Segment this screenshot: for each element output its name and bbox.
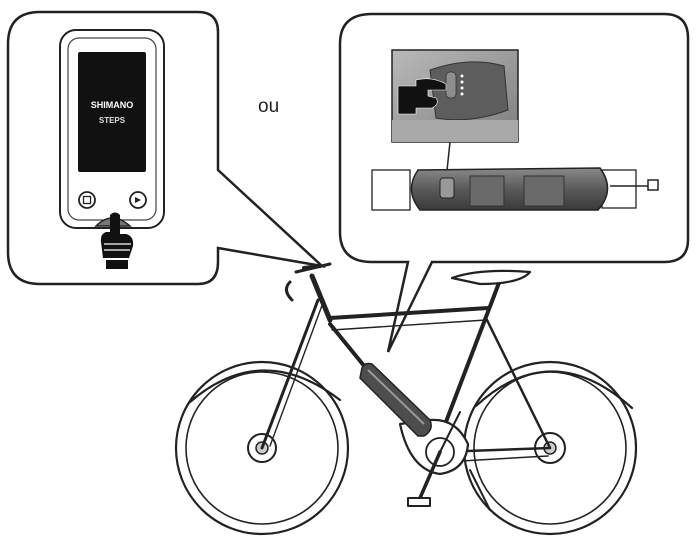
pointing-hand-icon: [397, 78, 447, 115]
display-brand-text: SHIMANO: [91, 100, 134, 110]
display-unit: SHIMANO STEPS: [59, 29, 165, 269]
battery-view: [371, 167, 659, 211]
display-left-button: [78, 191, 96, 209]
bicycle-battery: [359, 362, 432, 437]
front-wheel: [174, 360, 350, 536]
alternative-connector-text: ou: [258, 96, 280, 117]
display-series-text: STEPS: [99, 116, 126, 125]
pointing-hand-icon: [100, 212, 134, 269]
battery-button-closeup: [391, 49, 519, 143]
display-screen: [78, 52, 146, 172]
